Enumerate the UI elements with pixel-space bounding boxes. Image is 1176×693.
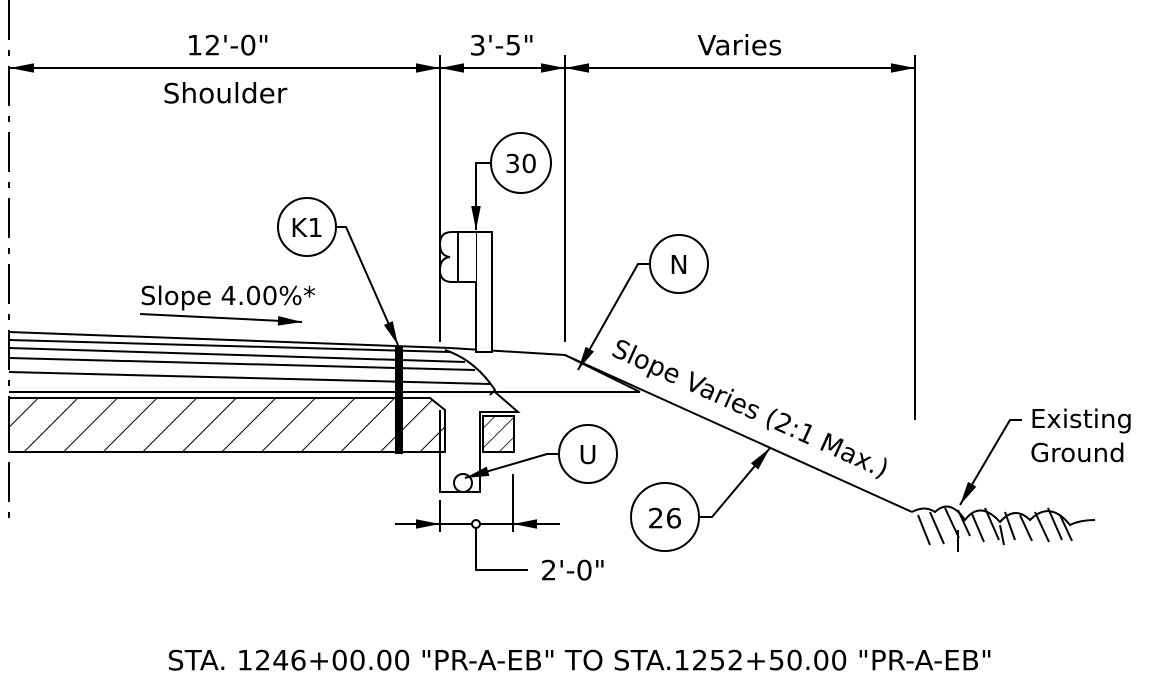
existing-ground-label-1: Existing xyxy=(1030,405,1133,435)
existing-ground xyxy=(911,505,1096,552)
base-course xyxy=(8,397,446,453)
shoulder-slope-label: Slope 4.00%* xyxy=(140,282,316,312)
trench-hatch xyxy=(482,415,515,453)
existing-ground-leader xyxy=(959,419,1022,506)
shoulder-label: Shoulder xyxy=(163,77,288,110)
callout-26-leader xyxy=(699,447,771,518)
underdrain-trench xyxy=(439,391,521,493)
extension-lines xyxy=(439,55,916,420)
embankment-slope xyxy=(564,354,913,513)
callout-u-text: U xyxy=(578,441,597,471)
k1-edge-element xyxy=(395,346,403,454)
callout-n-leader xyxy=(577,263,650,371)
underdrain-pipe xyxy=(453,473,473,493)
pavement-layers xyxy=(8,331,641,396)
existing-ground-label-2: Ground xyxy=(1030,439,1126,469)
barrier-post xyxy=(438,231,493,353)
callout-30-text: 30 xyxy=(504,150,537,180)
callout-30-leader xyxy=(471,162,491,230)
station-caption: STA. 1246+00.00 "PR-A-EB" TO STA.1252+50… xyxy=(167,644,993,677)
callout-u-leader xyxy=(464,453,559,479)
offset-dimension xyxy=(395,474,560,571)
shoulder-width-dimension: 12'-0" xyxy=(186,29,270,62)
callout-k1-text: K1 xyxy=(290,214,324,244)
offset-dimension-text: 2'-0" xyxy=(540,554,606,587)
barrier-width-dimension: 3'-5" xyxy=(469,29,535,62)
callout-k1-leader xyxy=(336,226,399,346)
callout-n-text: N xyxy=(669,251,688,281)
callout-26-text: 26 xyxy=(647,502,683,535)
varies-dimension: Varies xyxy=(697,29,782,62)
embankment-slope-label: Slope Varies (2:1 Max.) xyxy=(607,334,893,485)
shoulder-slope-arrow xyxy=(139,313,303,326)
